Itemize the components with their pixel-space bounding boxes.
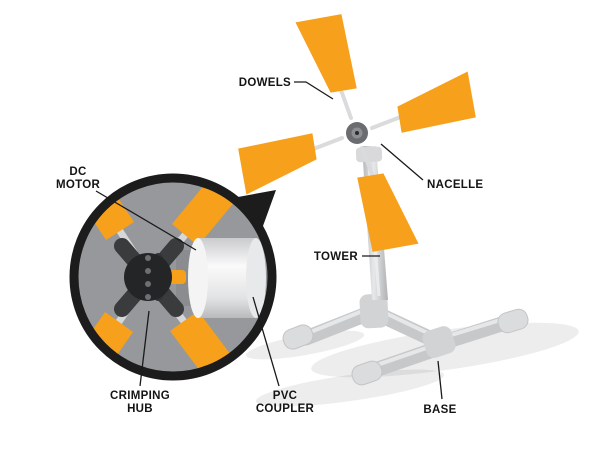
dowels-leader-line: [294, 81, 334, 100]
annotations-inset: DC MOTOR CRIMPING HUB PVC COUPLER: [56, 166, 315, 415]
base-pipe-highlight: [446, 316, 509, 338]
nacelle-hub-center: [355, 131, 359, 135]
pvc-end-cap: [497, 308, 529, 334]
crimping-hub: [114, 238, 184, 317]
turbine-blade: [346, 165, 419, 260]
turbine-blade: [230, 122, 325, 195]
hub-bolt: [145, 294, 151, 300]
base-pipe-highlight: [306, 306, 372, 335]
nacelle-label: NACELLE: [427, 179, 483, 191]
tower-foot-fitting: [359, 293, 389, 329]
pvc-coupler-label-line1: PVC: [273, 390, 298, 402]
hub-bolt: [145, 281, 151, 287]
dowels-label: DOWELS: [239, 77, 291, 89]
inset-ring: [69, 173, 277, 381]
crimping-hub-leader-line: [139, 310, 150, 387]
crimping-hub-label-line1: CRIMPING: [110, 390, 170, 402]
tower-top-sleeve: [355, 146, 383, 163]
nacelle-leader-line: [380, 143, 424, 181]
tower-label: TOWER: [314, 251, 358, 263]
base-pipe: [440, 314, 516, 349]
dc-motor-label-line2: MOTOR: [56, 179, 100, 191]
base-label: BASE: [423, 404, 456, 416]
hub-bolt: [145, 255, 151, 261]
turbine-base: [282, 293, 529, 386]
pvc-coupler-left-face: [188, 238, 208, 318]
pvc-coupler-leader-line: [252, 296, 280, 387]
inset-magnified-view: [69, 173, 277, 381]
turbine-blade: [295, 6, 368, 101]
crimping-hub-label-line2: HUB: [127, 403, 153, 415]
pvc-coupler-right-face: [246, 238, 266, 318]
base-pipe-highlight: [372, 343, 437, 368]
pvc-coupler: [188, 238, 266, 318]
dc-motor-label-line1: DC: [69, 166, 86, 178]
crimping-hub-disc: [124, 253, 172, 301]
dc-motor-leader-line: [95, 190, 197, 251]
base-tee-fitting: [422, 326, 456, 358]
pvc-coupler-label-line2: COUPLER: [256, 403, 315, 415]
turbine-blade: [389, 71, 484, 144]
base-leader-line: [437, 360, 443, 400]
annotations-right: DOWELS NACELLE TOWER BASE: [239, 77, 483, 416]
ground-shadow: [255, 369, 445, 407]
turbine-rotor: [230, 6, 484, 260]
pvc-end-cap: [351, 360, 383, 386]
pvc-end-cap: [282, 324, 314, 350]
base-pipe: [364, 341, 444, 379]
hub-bolt: [145, 268, 151, 274]
